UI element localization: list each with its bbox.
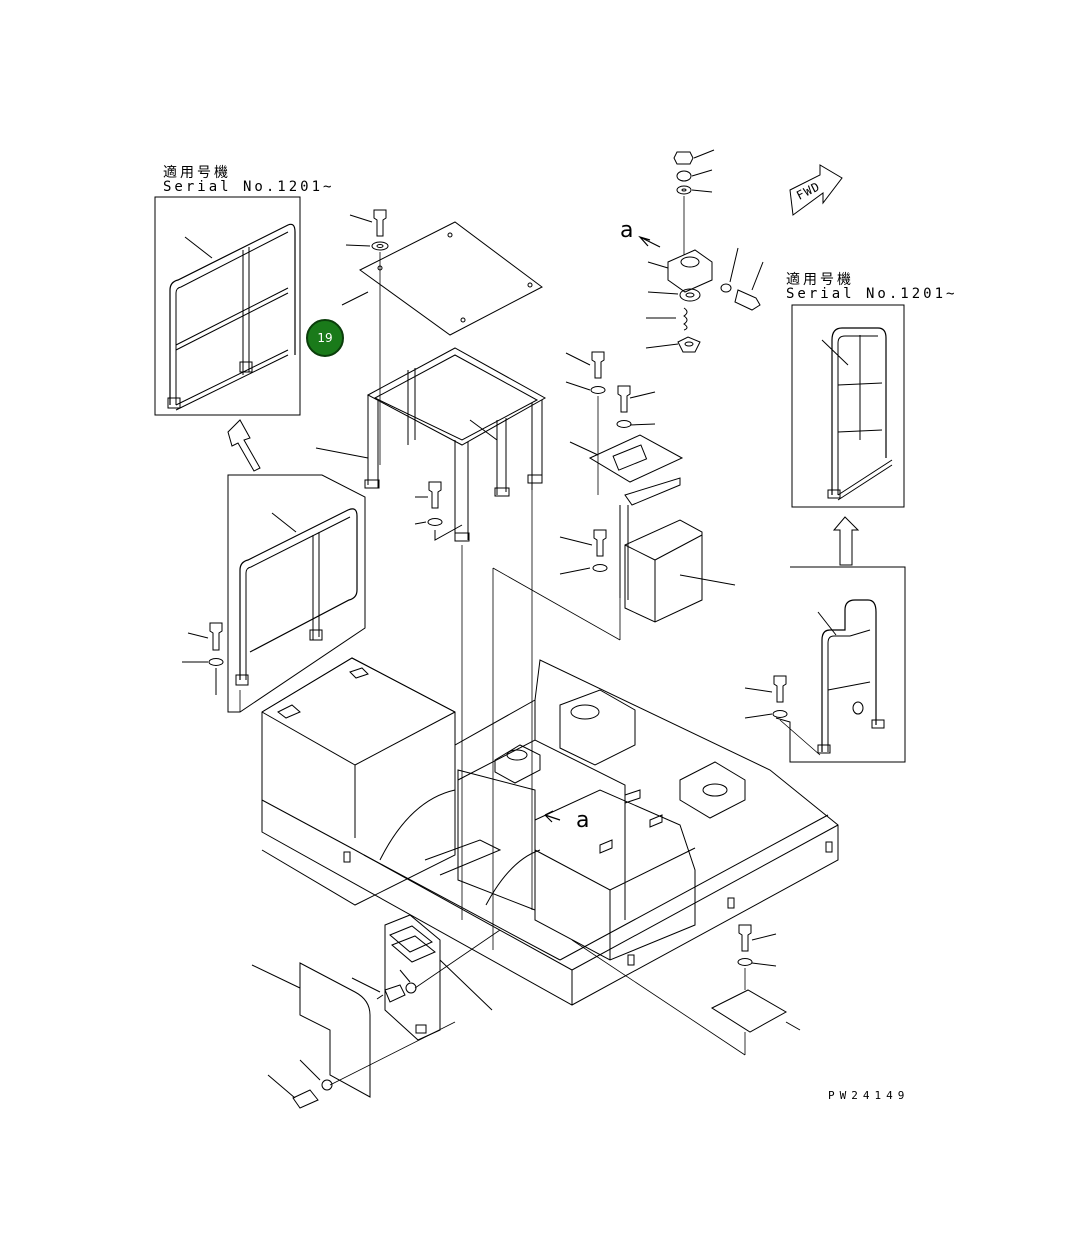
callout-badge[interactable]: 19 xyxy=(306,319,344,357)
hook-assembly xyxy=(638,149,764,353)
handrail-left xyxy=(227,474,366,713)
step-bracket xyxy=(384,914,493,1041)
right-inset-handrail-bottom xyxy=(744,566,906,763)
bolt-top xyxy=(345,209,389,420)
left-inset-handrail xyxy=(154,196,301,416)
serial-note-left-line2: Serial No.1201~ xyxy=(163,179,335,195)
base-frame xyxy=(261,657,839,1006)
right-inset-handrail-top xyxy=(791,304,905,508)
bolt-frame xyxy=(414,481,463,920)
right-inset-arrow xyxy=(832,516,860,566)
serial-note-left-line1: 適用号機 xyxy=(163,165,231,181)
fuel-tank xyxy=(261,657,456,906)
side-cover-plate xyxy=(251,929,501,1109)
top-cover-plate xyxy=(341,221,543,336)
bolt-handrail-left xyxy=(182,622,224,695)
frame-stand xyxy=(315,347,547,542)
view-ref-top: a xyxy=(620,218,634,243)
serial-note-right-line2: Serial No.1201~ xyxy=(786,286,958,302)
bolt-bottom-right xyxy=(571,924,801,1056)
view-ref-body: a xyxy=(576,808,590,833)
drawing-id: PW24149 xyxy=(828,1089,910,1102)
left-inset-arrow xyxy=(227,419,261,472)
fwd-sign xyxy=(789,164,843,216)
view-arrow-body xyxy=(544,810,561,823)
serial-note-right-line1: 適用号機 xyxy=(786,272,854,288)
leader-line xyxy=(492,567,621,641)
battery-box xyxy=(559,477,736,623)
bracket-plate xyxy=(565,351,684,495)
leader-line xyxy=(779,719,821,756)
